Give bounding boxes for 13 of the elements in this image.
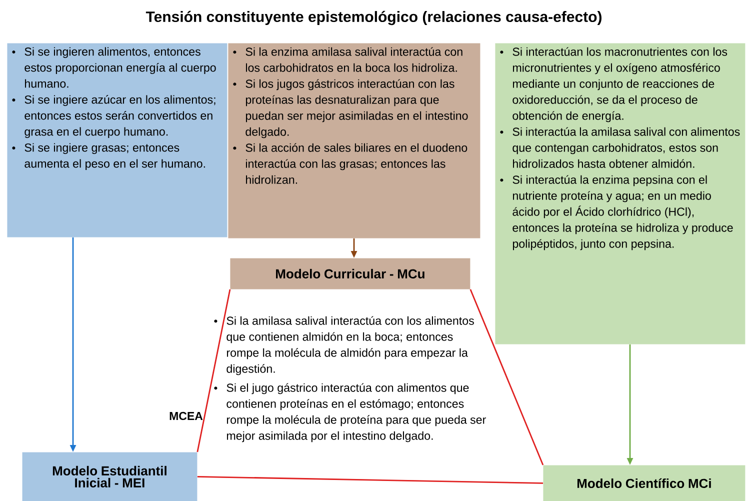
model-box: Modelo Científico MCi bbox=[543, 465, 746, 501]
side-label: MCEA bbox=[170, 412, 203, 420]
bullet-text: Si el jugo gástrico interactúa con alimentos que contienen proteínas en el estómago; entonces rompe la molécula de proteína para que pueda ser mejor asimilada por el intestino delgado. bbox=[214, 383, 486, 442]
model-box: Modelo Curricular - MCu bbox=[230, 258, 470, 290]
text-box: Si la enzima amilasa salival interactúa con los carbohidratos en la boca los hidroliza. Si los jugos gástricos interactúan con las proteínas las desnaturalizan para que puedan ser mejor asimiladas en el intestino delgado. Si la acción de sales biliares en el duodeno interactúa con las grasas; entonces las hidrolizan. bbox=[228, 43, 480, 238]
text-box: Si se ingieren alimentos, entonces estos proporcionan energía al cuerpo humano. Si se ingiere azúcar en los alimentos; entonces estos serán convertidos en grasa en el cuerpo humano. Si se ingiere grasas; entonces aumenta el peso en el ser humano. bbox=[7, 43, 228, 238]
title: Tensión constituyente epistemológico (relaciones causa-efecto) bbox=[146, 10, 602, 26]
connector-line bbox=[197, 476, 543, 484]
model-box: Modelo Estudiantil Inicial - MEI bbox=[22, 452, 198, 501]
text-box: Si interactúan los macronutrientes con los micronutrientes y el oxígeno atmosférico mediante un conjunto de reacciones de oxidoreducción, se da el proceso de obtención de energía. Si interactúa la amilasa salival con alimentos que contengan carbohidratos, estos son hidrolizados hasta obtener almidón. Si interactúa la enzima pepsina con el nutriente proteína y agua; en un medio ácido por el Ácido clorhídrico (HCl), entonces la proteína se hidroliza y produce polipéptidos, junto con pepsina. bbox=[495, 43, 746, 344]
connector-line bbox=[196, 289, 231, 452]
connector-line bbox=[470, 289, 544, 466]
bullet-text: Si la amilasa salival interactúa con los alimentos que contienen almidón en la boca; entonces rompe la molécula de almidón para empezar la digestión. bbox=[214, 316, 474, 376]
